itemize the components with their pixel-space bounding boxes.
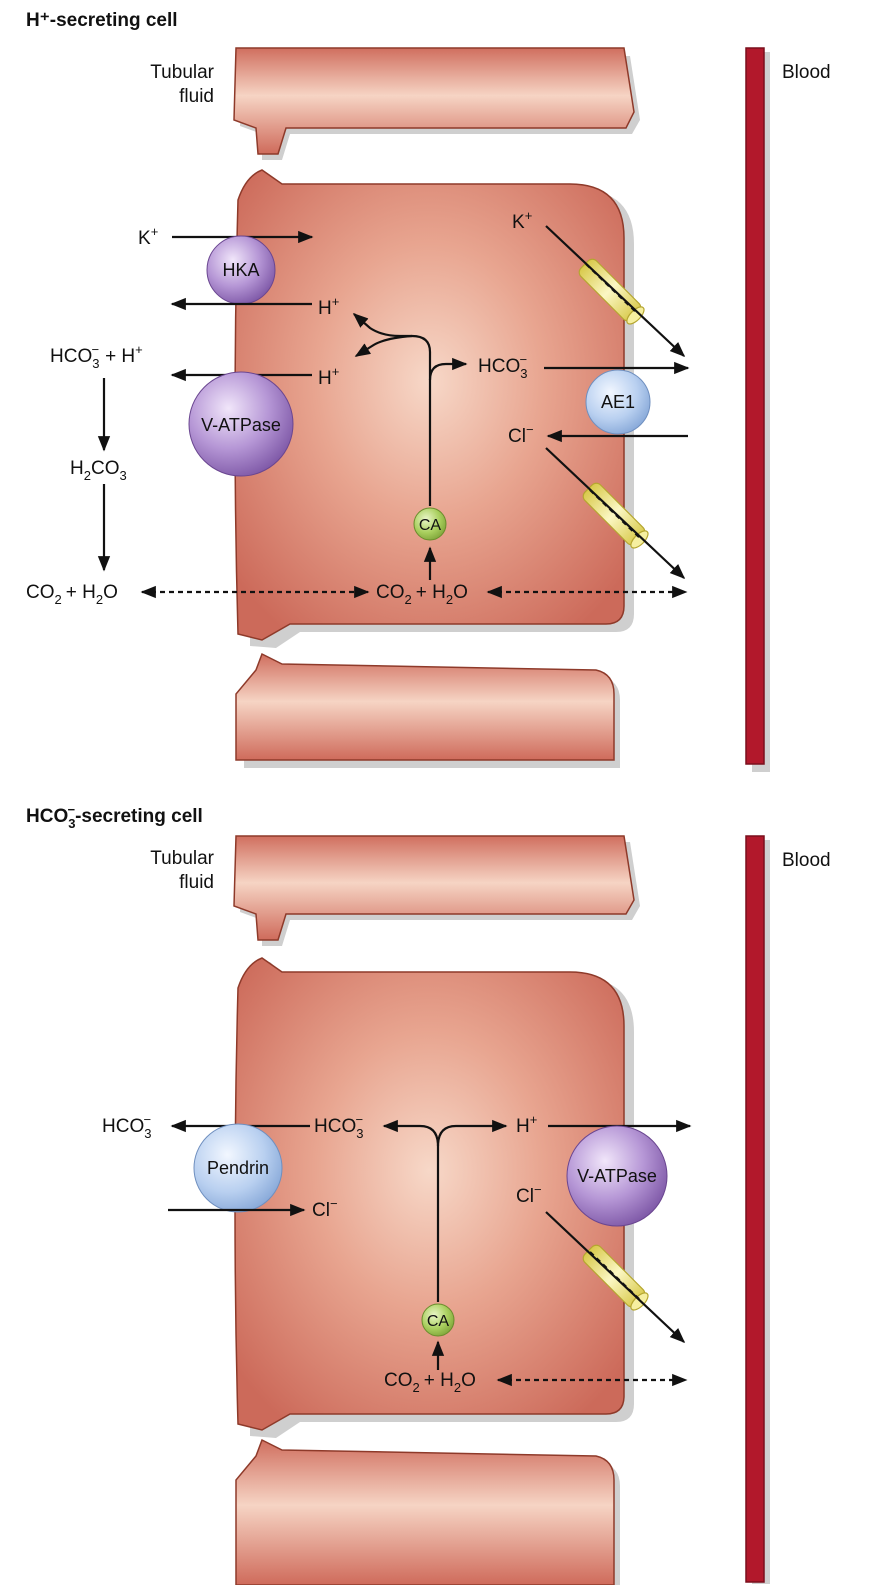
- panel-bottom: HCO3−-secreting cell Tubular fluid Blood…: [26, 802, 831, 1586]
- hco3-ion-right: HCO3−: [478, 352, 527, 381]
- cl-ion-right: Cl−: [516, 1182, 542, 1207]
- k-channel: [578, 258, 645, 325]
- h-branch-lower: [354, 334, 413, 357]
- h-ion-right: H+: [516, 1112, 537, 1137]
- carbonic-anhydrase-bottom: [421, 1303, 455, 1337]
- co2-h2o-center: CO2+ H2O: [376, 582, 468, 607]
- cl-channel-path-top: [589, 489, 641, 539]
- ae1-label: AE1: [601, 392, 635, 412]
- tubular-fluid-label-2: fluid: [179, 86, 214, 107]
- hka-label: HKA: [222, 260, 259, 280]
- neighbor-cell-bottom: [235, 652, 615, 761]
- ae1-exchanger: [585, 369, 651, 435]
- cl-ion-cell: Cl−: [312, 1196, 338, 1221]
- v-atpase-pump-bottom: [566, 1125, 668, 1227]
- panel-bottom-title: HCO3−-secreting cell: [26, 802, 203, 831]
- blood-vessel-bottom: [745, 835, 765, 1583]
- cl-exit-arrow-bottom: [545, 1211, 686, 1344]
- co2-h2o-left: CO2+ H2O: [26, 582, 118, 607]
- pendrin-exchanger: [193, 1123, 283, 1213]
- tubular-fluid-label-bottom-2: fluid: [179, 872, 214, 893]
- neighbor-cell-top-2: [233, 835, 635, 941]
- tubular-fluid-label-bottom: Tubular: [150, 848, 214, 869]
- pendrin-label: Pendrin: [207, 1158, 269, 1178]
- blood-label: Blood: [782, 62, 831, 83]
- h2co3-label: H2CO3: [70, 458, 127, 483]
- v-atpase-pump: [188, 371, 294, 477]
- hco3-plus-h-label: HCO3−+ H+: [50, 342, 143, 371]
- cl-exit-arrow-top: [545, 447, 686, 580]
- h-branch-bottom: [436, 1119, 508, 1147]
- hco3-ion-center: HCO3−: [314, 1112, 363, 1141]
- blood-label-bottom: Blood: [782, 850, 831, 871]
- panel-top: H⁺-secreting cell Tubular fluid Blood K+…: [26, 10, 831, 772]
- blood-vessel: [745, 47, 765, 765]
- hco3-branch: [428, 357, 468, 381]
- ca-label-bottom: CA: [427, 1313, 450, 1330]
- panel-top-title: H⁺-secreting cell: [26, 10, 178, 31]
- k-ion-right: K+: [512, 208, 532, 233]
- v-atpase-label-bottom: V-ATPase: [577, 1166, 657, 1186]
- ca-label: CA: [419, 517, 442, 534]
- carbonic-anhydrase: [413, 507, 447, 541]
- co2-h2o-bottom: CO2+ H2O: [384, 1370, 476, 1395]
- cl-ion-top: Cl−: [508, 422, 534, 447]
- h-ion-upper: H+: [318, 294, 339, 319]
- neighbor-cell-bottom-2: [235, 1438, 615, 1586]
- k-ion-left: K+: [138, 224, 158, 249]
- hco3-ion-lumen: HCO3−: [102, 1112, 151, 1141]
- hco3-secreting-cell: [234, 957, 625, 1431]
- neighbor-cell-top: [233, 47, 635, 155]
- tubular-fluid-label: Tubular: [150, 62, 214, 83]
- h-ion-lower: H+: [318, 364, 339, 389]
- cl-channel-path-bottom: [589, 1251, 641, 1301]
- k-channel-path: [585, 263, 637, 313]
- v-atpase-label: V-ATPase: [201, 415, 281, 435]
